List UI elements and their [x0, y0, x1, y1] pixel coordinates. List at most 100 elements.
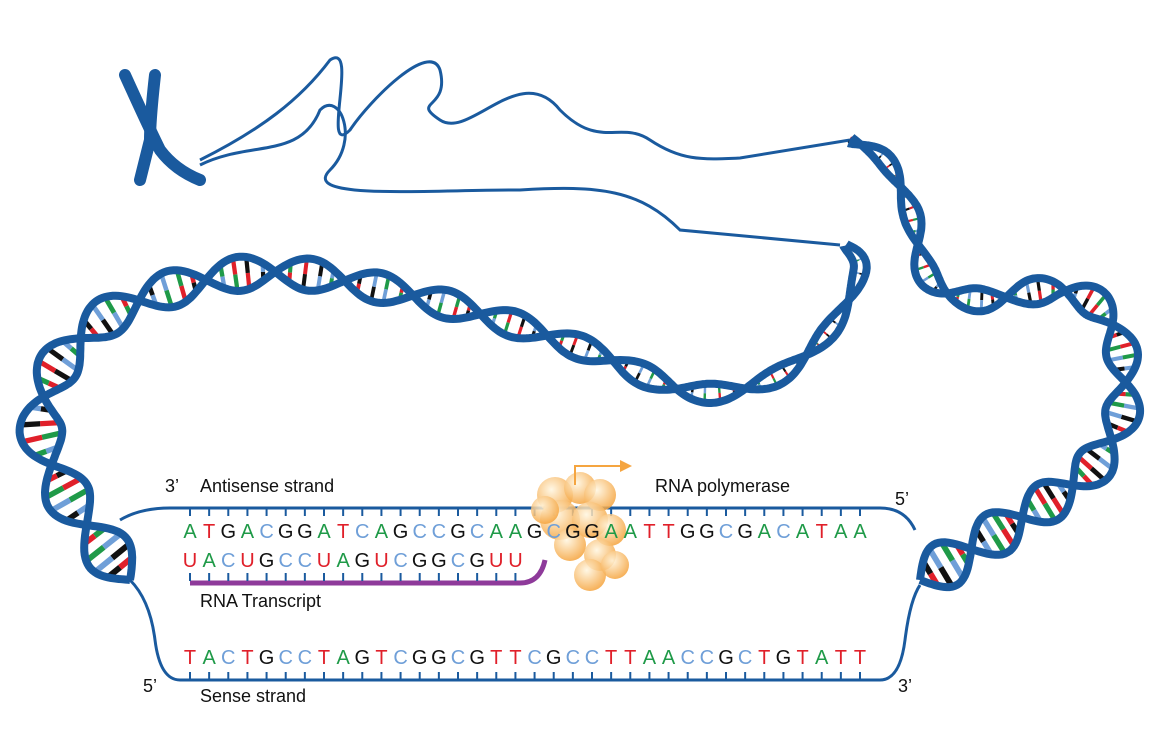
rna-base: C — [221, 550, 235, 572]
helix-backbone — [32, 240, 871, 581]
sense-5prime-label: 5’ — [143, 676, 157, 696]
sense-base: T — [184, 647, 196, 669]
rna-base: U — [317, 550, 331, 572]
antisense-base: C — [546, 521, 560, 543]
antisense-base: T — [662, 521, 674, 543]
antisense-base: G — [527, 521, 543, 543]
helix-backbone — [847, 139, 1143, 581]
rna-polymerase-label: RNA polymerase — [655, 476, 790, 496]
antisense-strand-label: Antisense strand — [200, 476, 334, 496]
sense-base: G — [776, 647, 792, 669]
sense-3prime-label: 3’ — [898, 676, 912, 696]
sense-base: C — [738, 647, 752, 669]
antisense-base: G — [393, 521, 409, 543]
sense-base: T — [509, 647, 521, 669]
sense-base: T — [605, 647, 617, 669]
antisense-base: A — [758, 521, 772, 543]
antisense-base: G — [297, 521, 313, 543]
sense-base: A — [202, 647, 216, 669]
polymerase-subunit — [531, 496, 559, 524]
transcription-bubble — [119, 506, 922, 682]
sense-base: T — [796, 647, 808, 669]
antisense-base: C — [259, 521, 273, 543]
sense-base: A — [662, 647, 676, 669]
sense-base: C — [221, 647, 235, 669]
rna-base: A — [202, 550, 216, 572]
rna-base: U — [183, 550, 197, 572]
sense-base: G — [259, 647, 275, 669]
antisense-base: C — [432, 521, 446, 543]
rna-base: U — [240, 550, 254, 572]
rna-base: G — [431, 550, 447, 572]
antisense-3prime-label: 3’ — [165, 476, 179, 496]
chromosome-arm — [119, 69, 206, 186]
antisense-base: A — [317, 521, 331, 543]
antisense-base: A — [375, 521, 389, 543]
sense-base: T — [490, 647, 502, 669]
sense-base: G — [718, 647, 734, 669]
chromatin-threads — [119, 56, 851, 247]
antisense-base: A — [490, 521, 504, 543]
sense-base: A — [643, 647, 657, 669]
antisense-base: G — [584, 521, 600, 543]
polymerase-subunit — [554, 529, 586, 561]
rna-base: U — [489, 550, 503, 572]
antisense-base: C — [719, 521, 733, 543]
antisense-backbone — [119, 506, 917, 531]
chromatin-thread — [199, 103, 841, 247]
rna-base: A — [336, 550, 350, 572]
antisense-base: C — [470, 521, 484, 543]
antisense-base: T — [337, 521, 349, 543]
antisense-base: G — [680, 521, 696, 543]
antisense-base: G — [278, 521, 294, 543]
sense-base: G — [431, 647, 447, 669]
sense-base: T — [854, 647, 866, 669]
sense-backbone — [128, 578, 922, 682]
sense-base: A — [336, 647, 350, 669]
chromosome-arm — [134, 69, 161, 186]
polymerase-subunit — [601, 551, 629, 579]
sense-base: A — [815, 647, 829, 669]
antisense-base: C — [776, 521, 790, 543]
antisense-base: A — [604, 521, 618, 543]
sense-base: C — [451, 647, 465, 669]
antisense-base: T — [203, 521, 215, 543]
polymerase-subunit — [574, 559, 606, 591]
rna-base: C — [298, 550, 312, 572]
antisense-base: G — [450, 521, 466, 543]
sense-base: C — [680, 647, 694, 669]
sense-base: T — [375, 647, 387, 669]
sense-base: C — [566, 647, 580, 669]
sense-base: T — [624, 647, 636, 669]
sense-base: G — [355, 647, 371, 669]
sense-base: T — [318, 647, 330, 669]
antisense-base: G — [699, 521, 715, 543]
sense-base: T — [835, 647, 847, 669]
antisense-base: G — [737, 521, 753, 543]
arrow-head-icon — [620, 460, 632, 472]
sense-base: G — [469, 647, 485, 669]
chromatin-thread — [199, 56, 851, 162]
rna-base: C — [278, 550, 292, 572]
sense-base: C — [700, 647, 714, 669]
rna-transcript-strand — [190, 559, 548, 586]
antisense-base: C — [355, 521, 369, 543]
rna-base: U — [508, 550, 522, 572]
helix-backbone — [15, 244, 858, 584]
rna-base: G — [412, 550, 428, 572]
antisense-base: A — [624, 521, 638, 543]
antisense-base: A — [509, 521, 523, 543]
sense-strand-label: Sense strand — [200, 686, 306, 706]
antisense-base: G — [221, 521, 237, 543]
antisense-base: C — [412, 521, 426, 543]
antisense-base: G — [565, 521, 581, 543]
transcription-direction-arrow — [574, 465, 622, 485]
sense-base: G — [546, 647, 562, 669]
sense-base: G — [412, 647, 428, 669]
polymerase-subunit — [594, 514, 626, 546]
rna-base: U — [374, 550, 388, 572]
antisense-base: T — [816, 521, 828, 543]
sense-base: C — [393, 647, 407, 669]
rna-base: G — [355, 550, 371, 572]
